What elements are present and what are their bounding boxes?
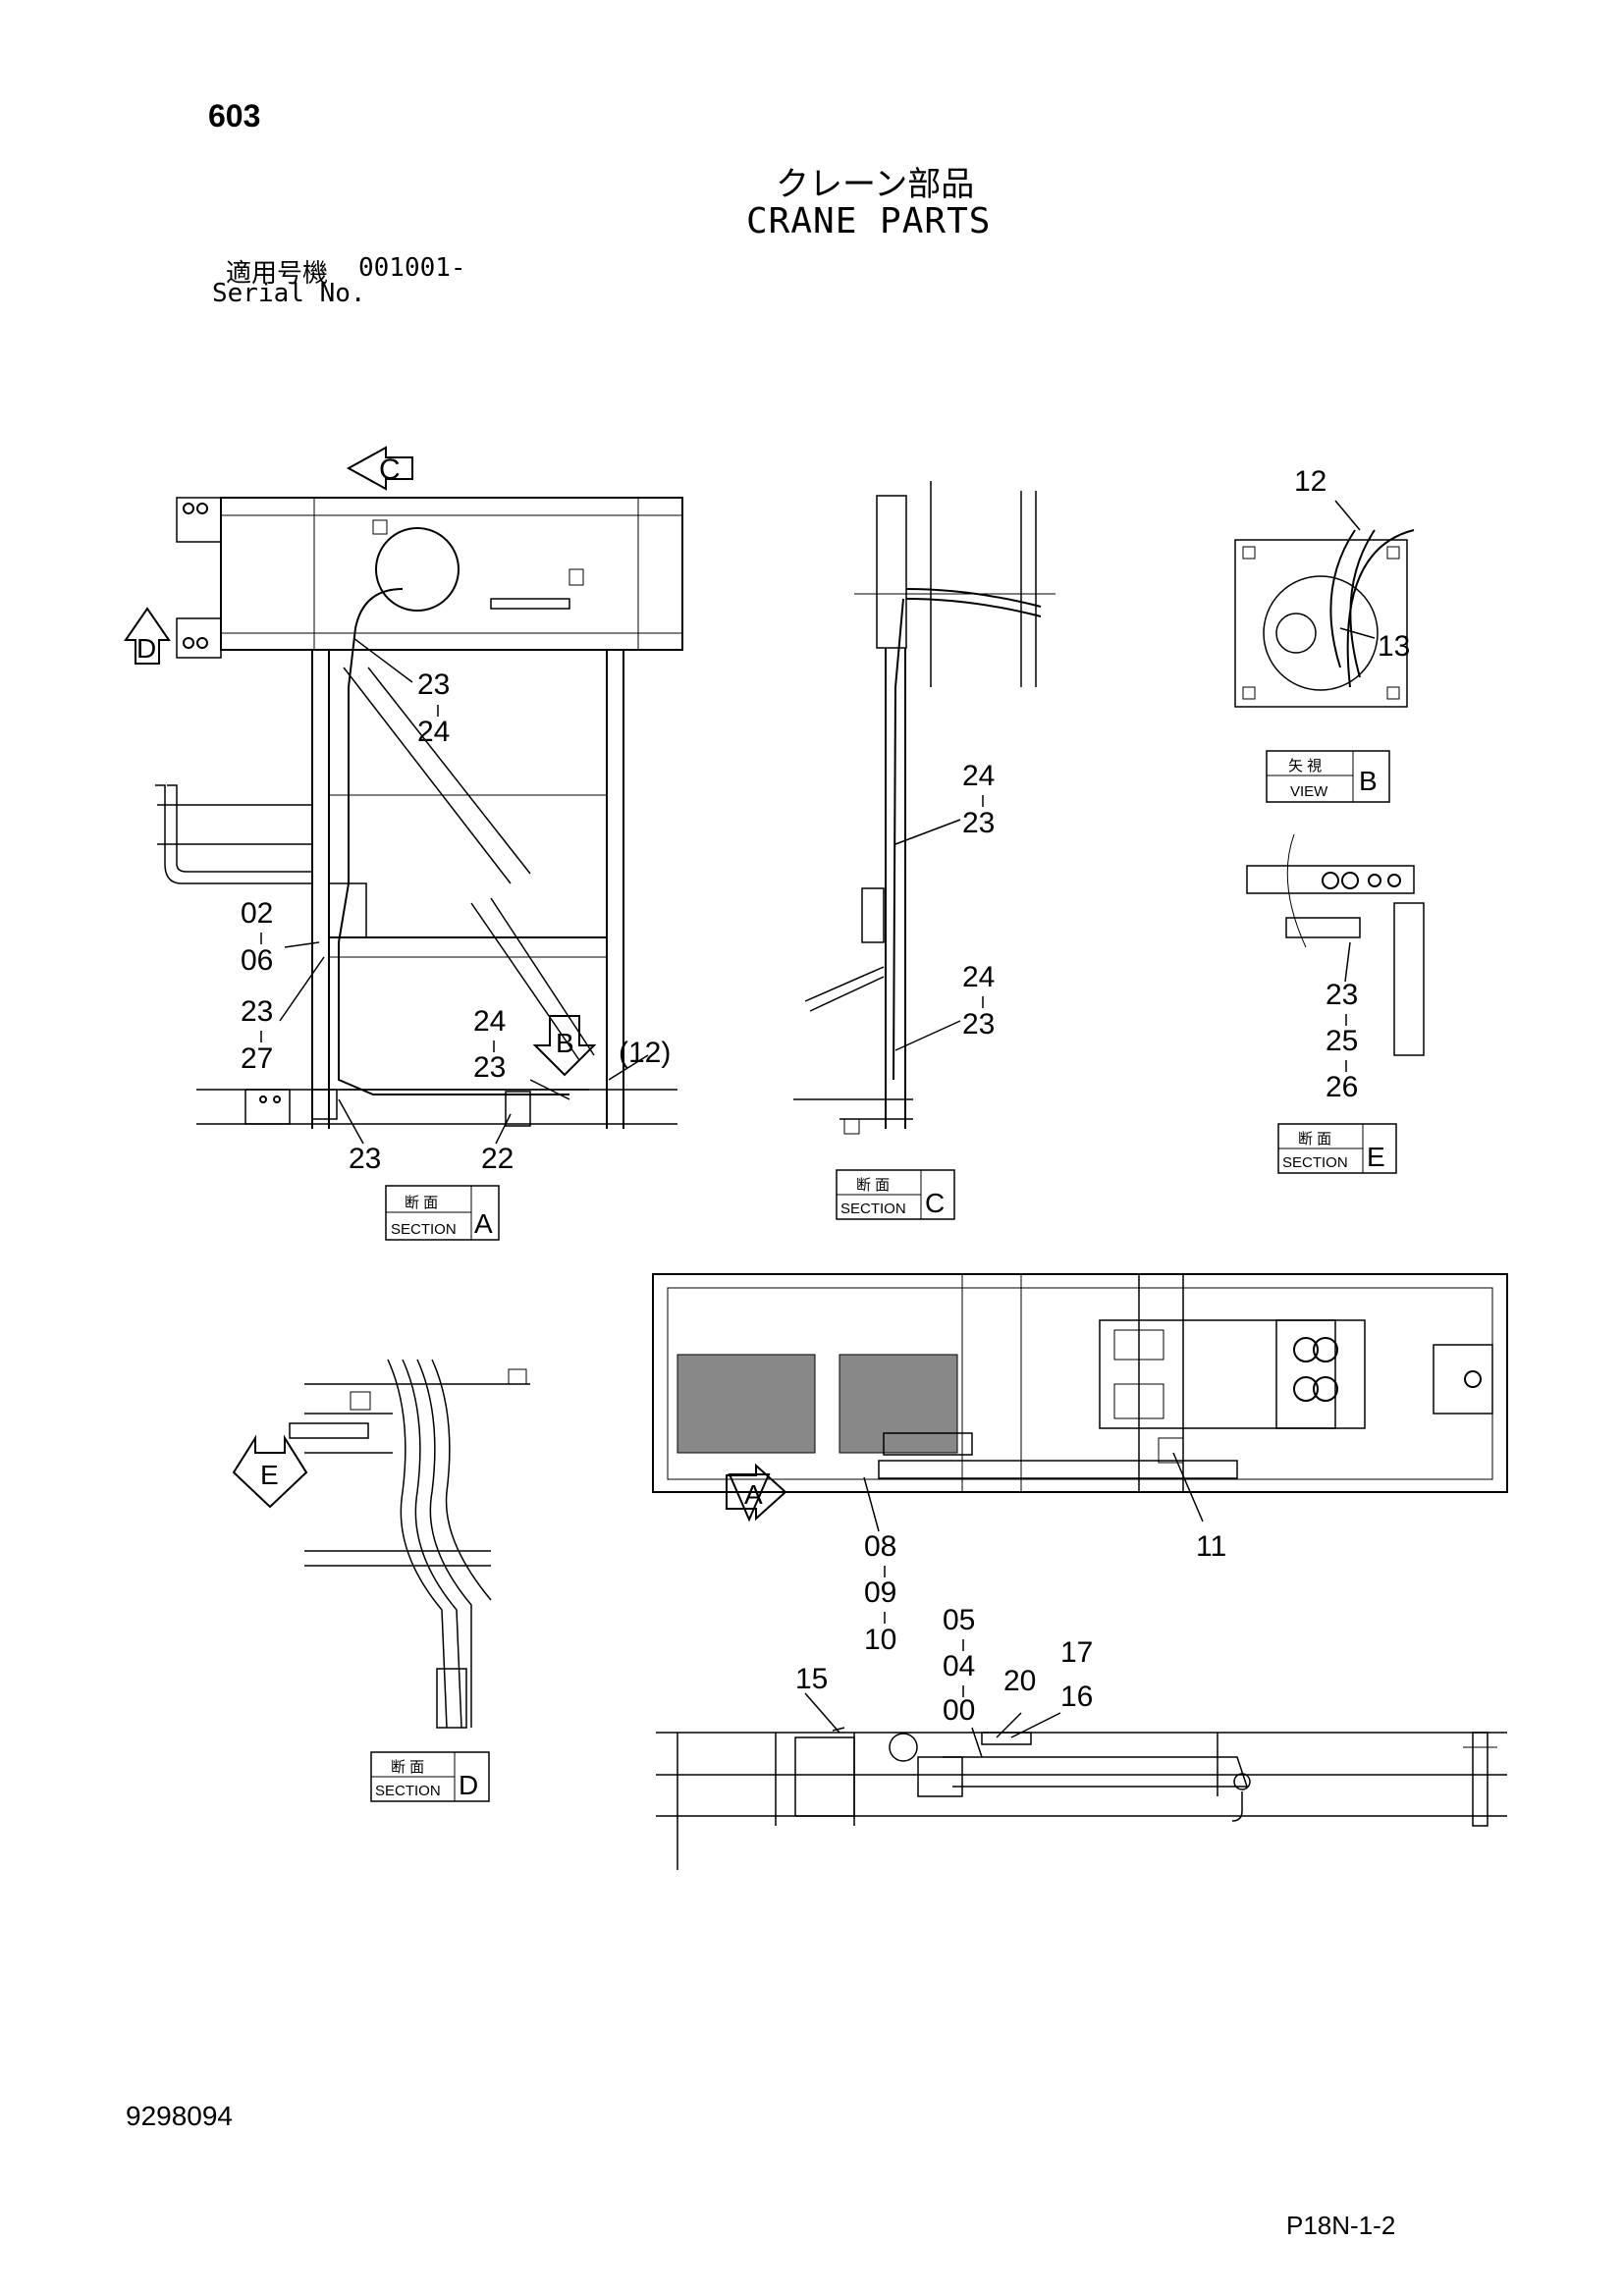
callout-10: 10 [864,1624,896,1656]
document-number: 9298094 [126,2101,234,2131]
svg-text:VIEW: VIEW [1290,783,1328,800]
callout-11: 11 [1196,1530,1226,1563]
svg-text:SECTION: SECTION [391,1221,457,1238]
view-e-arrow [232,1434,308,1509]
page-number: 603 [208,98,261,133]
svg-text:E: E [1367,1142,1385,1172]
callout-13: 13 [1378,630,1410,663]
callout-23: 23 [473,1051,506,1084]
callout-12: 12 [1294,465,1326,498]
svg-text:B: B [1359,766,1378,796]
callout-15: 15 [795,1663,828,1695]
section-box-a: 断 面 SECTION A [385,1185,500,1241]
callout-17: 17 [1060,1636,1093,1669]
svg-text:SECTION: SECTION [375,1783,441,1799]
callout-23: 23 [241,995,273,1028]
svg-text:矢 視: 矢 視 [1288,758,1322,774]
serial-number: 001001- [358,253,466,283]
callout-24: 24 [473,1005,506,1038]
callout-04: 04 [943,1650,975,1682]
title-japanese: クレーン部品 [776,166,975,203]
section-box-d: 断 面 SECTION D [370,1751,490,1802]
section-box-c: 断 面 SECTION C [836,1169,955,1220]
serial-label-japanese: 適用号機 [226,258,329,288]
callout-08: 08 [864,1530,896,1563]
svg-text:SECTION: SECTION [1282,1154,1348,1171]
svg-text:断 面: 断 面 [1298,1131,1331,1148]
callout-23: 23 [962,807,995,839]
svg-text:D: D [459,1770,478,1800]
callout-24: 24 [962,961,995,993]
view-d-letter: D [136,633,156,664]
section-d-view: E [232,1359,530,1729]
callout-24: 24 [962,760,995,792]
view-c-arrow [346,446,413,491]
svg-text:断 面: 断 面 [405,1195,438,1211]
section-e-view: 23 25 26 [1246,833,1425,1103]
callout-09: 09 [864,1576,896,1609]
side-elevation-view: 05 04 00 15 20 17 16 [656,1604,1507,1870]
view-b-letter: B [556,1028,574,1058]
callout-26: 26 [1326,1071,1358,1103]
callout-23: 23 [1326,979,1358,1011]
svg-text:SECTION: SECTION [840,1201,906,1217]
callout-22: 22 [481,1143,514,1175]
view-b-arrow [532,1015,597,1077]
title-english: CRANE PARTS [746,201,992,241]
view-e-letter: E [260,1460,279,1490]
callout-06: 06 [241,944,273,977]
view-a-letter: A [744,1479,763,1510]
callout-12: (12) [619,1037,671,1069]
view-d-arrow [124,607,171,665]
svg-text:断 面: 断 面 [856,1177,890,1194]
section-box-b: 矢 視 VIEW B [1266,750,1390,803]
callout-05: 05 [943,1604,975,1636]
callout-02: 02 [241,897,273,930]
callout-20: 20 [1003,1665,1036,1697]
callout-16: 16 [1060,1681,1093,1713]
section-a-view: C D [124,446,683,1175]
section-c-view: 24 23 24 23 [793,481,1056,1135]
callout-27: 27 [241,1042,273,1075]
section-box-e: 断 面 SECTION E [1277,1123,1397,1174]
svg-text:C: C [925,1188,945,1218]
page-code: P18N-1-2 [1286,2211,1396,2240]
view-c-letter: C [379,454,401,486]
callout-23: 23 [349,1143,381,1175]
callout-24: 24 [417,716,450,748]
svg-text:断 面: 断 面 [391,1759,424,1776]
callout-23: 23 [417,668,450,701]
callout-25: 25 [1326,1025,1358,1057]
serial-label-english: Serial No. [212,279,366,308]
callout-23: 23 [962,1008,995,1041]
view-b-detail: 12 13 [1234,465,1415,708]
svg-text:A: A [474,1208,493,1239]
top-plan-view: A 08 09 10 11 [652,1273,1508,1656]
callout-00: 00 [943,1694,975,1727]
